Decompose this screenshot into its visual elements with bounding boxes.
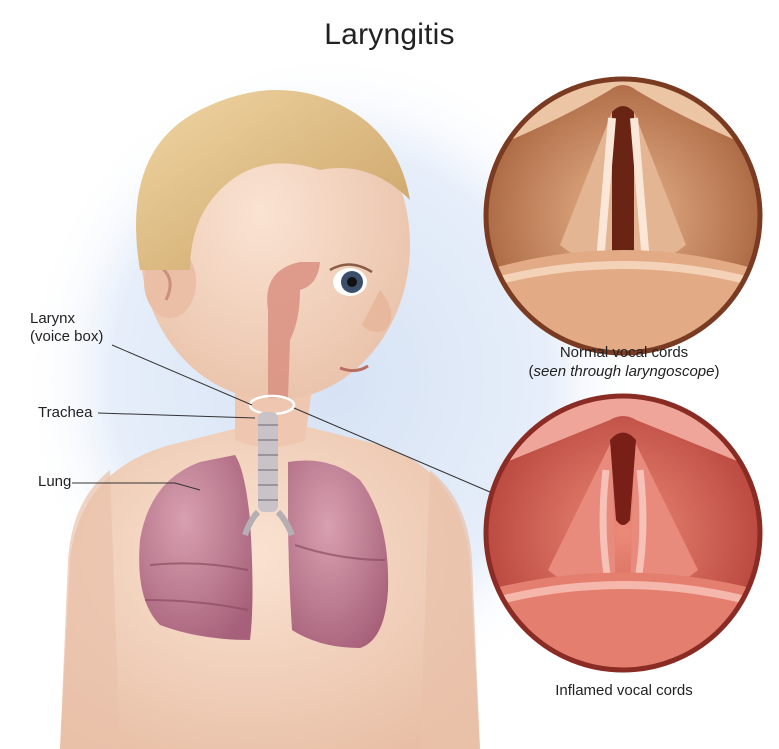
trachea-label: Trachea bbox=[38, 404, 92, 422]
normal-caption-line1: Normal vocal cords bbox=[490, 343, 758, 362]
normal-vocal-cords-caption: Normal vocal cords (seen through laryngo… bbox=[490, 343, 758, 381]
larynx-label-line2: (voice box) bbox=[30, 328, 103, 346]
larynx-label: Larynx (voice box) bbox=[30, 310, 103, 346]
lung-label: Lung bbox=[38, 473, 71, 491]
normal-caption-line2: (seen through laryngoscope) bbox=[490, 362, 758, 381]
normal-glottis bbox=[612, 106, 634, 268]
diagram-title: Laryngitis bbox=[0, 18, 779, 52]
inflamed-vocal-cords-inset bbox=[485, 395, 761, 671]
paren-close: ) bbox=[714, 363, 719, 380]
normal-vocal-cords-inset bbox=[485, 78, 761, 354]
inflamed-vocal-cords-caption: Inflamed vocal cords bbox=[490, 681, 758, 700]
larynx-label-line1: Larynx bbox=[30, 310, 103, 328]
trachea bbox=[258, 412, 278, 512]
laryngoscope-note: seen through laryngoscope bbox=[534, 363, 715, 380]
